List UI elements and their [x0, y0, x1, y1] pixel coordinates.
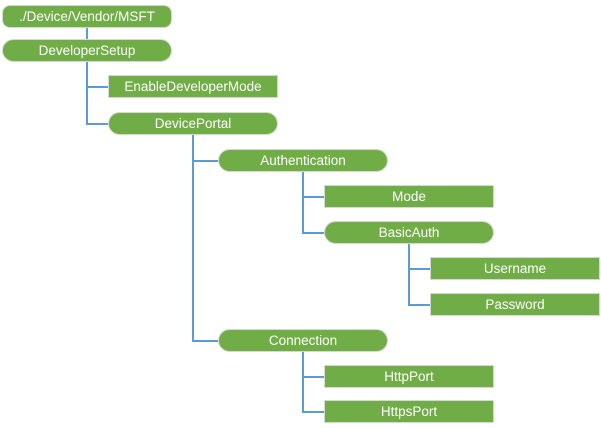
connector-trunk-device-portal	[192, 135, 194, 342]
connector-device-portal-connection	[192, 339, 218, 342]
tree-node-username: Username	[430, 257, 600, 280]
connector-developer-setup-enable-developer-mode	[86, 85, 108, 88]
tree-node-label: Authentication	[260, 152, 346, 168]
tree-node-label: Username	[483, 260, 547, 276]
tree-node-label: Password	[485, 296, 545, 312]
connector-trunk-connection	[302, 352, 304, 413]
tree-node-label: ./Device/Vendor/MSFT	[19, 8, 155, 24]
tree-node-label: HttpPort	[384, 368, 434, 384]
connector-connection-https-port	[302, 410, 324, 413]
tree-node-developer-setup: DeveloperSetup	[2, 39, 172, 62]
tree-node-label: HttpsPort	[380, 403, 438, 419]
tree-node-device-portal: DevicePortal	[108, 112, 278, 135]
connector-trunk-basic-auth	[408, 244, 410, 306]
tree-node-password: Password	[430, 293, 600, 316]
connector-authentication-mode	[302, 195, 324, 198]
tree-node-label: DeveloperSetup	[38, 42, 136, 58]
connector-authentication-basic-auth	[302, 231, 324, 234]
tree-node-http-port: HttpPort	[324, 365, 494, 388]
connector-developer-setup-device-portal	[86, 122, 108, 125]
tree-node-https-port: HttpsPort	[324, 400, 494, 423]
tree-node-authentication: Authentication	[218, 149, 388, 172]
connector-trunk-developer-setup	[86, 62, 88, 125]
tree-node-label: DevicePortal	[154, 115, 232, 131]
tree-node-basic-auth: BasicAuth	[324, 221, 494, 244]
tree-node-label: BasicAuth	[378, 224, 440, 240]
tree-node-root: ./Device/Vendor/MSFT	[2, 5, 172, 28]
tree-node-connection: Connection	[218, 329, 388, 352]
connector-basic-auth-username	[408, 267, 430, 270]
tree-node-label: Connection	[268, 332, 338, 348]
tree-node-mode: Mode	[324, 185, 494, 208]
connector-device-portal-authentication	[192, 159, 218, 162]
connector-basic-auth-password	[408, 303, 430, 306]
connector-connection-http-port	[302, 375, 324, 378]
connector-trunk-authentication	[302, 172, 304, 234]
tree-node-enable-developer-mode: EnableDeveloperMode	[108, 75, 278, 98]
tree-node-label: EnableDeveloperMode	[124, 78, 262, 94]
tree-node-label: Mode	[392, 188, 426, 204]
connector-root-developer-setup	[86, 28, 88, 39]
